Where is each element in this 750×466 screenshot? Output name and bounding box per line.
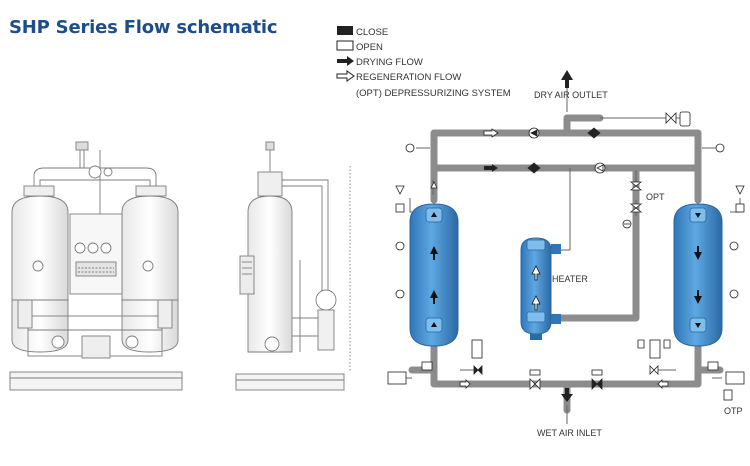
page-title: SHP Series Flow schematic [9, 17, 278, 38]
legend-drying-flow: DRYING FLOW [356, 57, 423, 68]
valves [387, 111, 745, 401]
opt-label: OPT [646, 192, 665, 202]
inlet-arrow-icon [561, 388, 573, 402]
legend-regeneration-flow: REGENERATION FLOW [356, 72, 461, 83]
outlet-arrow-icon [561, 70, 573, 88]
drying-flow-arrow-icon [337, 56, 354, 66]
dry-air-outlet-label: DRY AIR OUTLET [534, 90, 608, 100]
heater [520, 237, 561, 340]
front-view-drawing [9, 141, 183, 391]
right-tower [673, 203, 723, 347]
close-swatch [337, 26, 353, 35]
heater-label: HEATER [552, 274, 588, 284]
side-view-drawing [235, 141, 351, 391]
left-tower [409, 203, 459, 347]
legend-close: CLOSE [356, 27, 388, 38]
open-swatch [336, 40, 354, 51]
flow-arrows [430, 128, 669, 389]
legend-open: OPEN [356, 42, 383, 53]
regeneration-flow-arrow-icon [336, 70, 355, 82]
legend-opt-depressurizing: (OPT) DEPRESSURIZING SYSTEM [356, 88, 511, 99]
wet-air-inlet-label: WET AIR INLET [537, 428, 602, 438]
otp-label: OTP [724, 406, 743, 416]
legend: CLOSE OPEN DRYING FLOW REGENERATION FLOW… [336, 26, 511, 99]
